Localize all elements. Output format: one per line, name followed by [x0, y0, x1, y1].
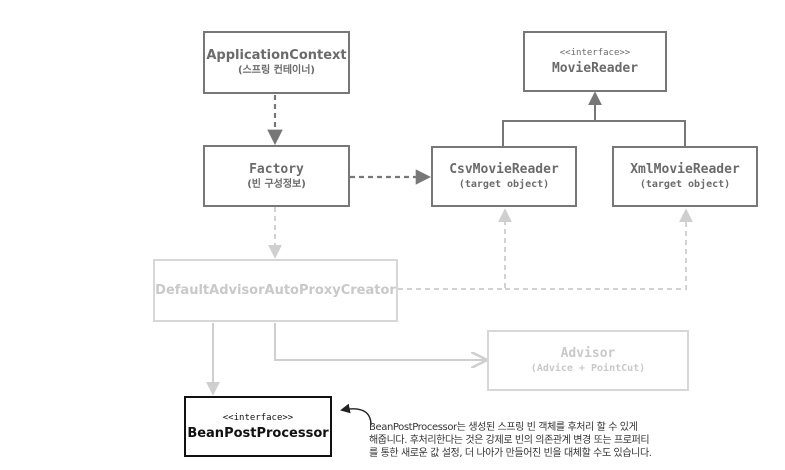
application-context-title: ApplicationContext: [206, 48, 347, 63]
note-line-1: BeanPostProcessor는 생성된 스프링 빈 객체를 후처리 할 수…: [369, 422, 638, 433]
note-line-3: 를 통한 새로운 값 설정, 더 나아가 만들어진 빈을 대체할 수도 있습니다…: [369, 448, 652, 459]
csv-movie-reader-title: CsvMovieReader: [449, 162, 559, 177]
edge-csv-implements-moviereader: [502, 120, 595, 146]
movie-reader-title: MovieReader: [551, 60, 639, 76]
csv-movie-reader-subtitle: (target object): [458, 179, 550, 190]
edge-creator-to-xml: [505, 208, 693, 290]
edge-xml-implements-moviereader: [595, 120, 686, 146]
edge-creator-to-advisor: [274, 323, 484, 360]
movie-reader-box: <<interface>> MovieReader: [523, 31, 667, 92]
movie-reader-stereotype: <<interface>>: [559, 47, 631, 58]
xml-movie-reader-subtitle: (target object): [639, 179, 731, 190]
application-context-subtitle: (스프링 컨테이너): [237, 65, 316, 76]
xml-movie-reader-title: XmlMovieReader: [630, 162, 740, 177]
advisor-subtitle: (Advice + PointCut): [530, 363, 646, 374]
note-pointer: [340, 403, 372, 426]
advisor-title: Advisor: [560, 346, 616, 361]
xml-movie-reader-box: XmlMovieReader (target object): [612, 146, 758, 207]
factory-title: Factory: [249, 161, 304, 177]
note-line-2: 해줍니다. 후처리한다는 것은 강제로 빈의 의존관계 변경 또는 프로퍼티: [369, 435, 650, 446]
csv-movie-reader-box: CsvMovieReader (target object): [431, 146, 577, 207]
default-advisor-auto-proxy-creator-box: DefaultAdvisorAutoProxyCreator: [153, 259, 398, 322]
bean-post-processor-stereotype: <<interface>>: [222, 412, 294, 423]
bean-post-processor-box: <<interface>> BeanPostProcessor: [184, 396, 332, 457]
factory-subtitle: (빈 구성정보): [247, 178, 306, 190]
bean-post-processor-note: BeanPostProcessor는 생성된 스프링 빈 객체를 후처리 할 수…: [369, 421, 769, 460]
advisor-box: Advisor (Advice + PointCut): [487, 330, 689, 391]
factory-box: Factory (빈 구성정보): [203, 145, 350, 207]
edge-creator-to-csv: [398, 208, 512, 290]
default-advisor-auto-proxy-creator-title: DefaultAdvisorAutoProxyCreator: [155, 283, 396, 298]
bean-post-processor-title: BeanPostProcessor: [187, 425, 329, 441]
application-context-box: ApplicationContext (스프링 컨테이너): [203, 31, 350, 94]
